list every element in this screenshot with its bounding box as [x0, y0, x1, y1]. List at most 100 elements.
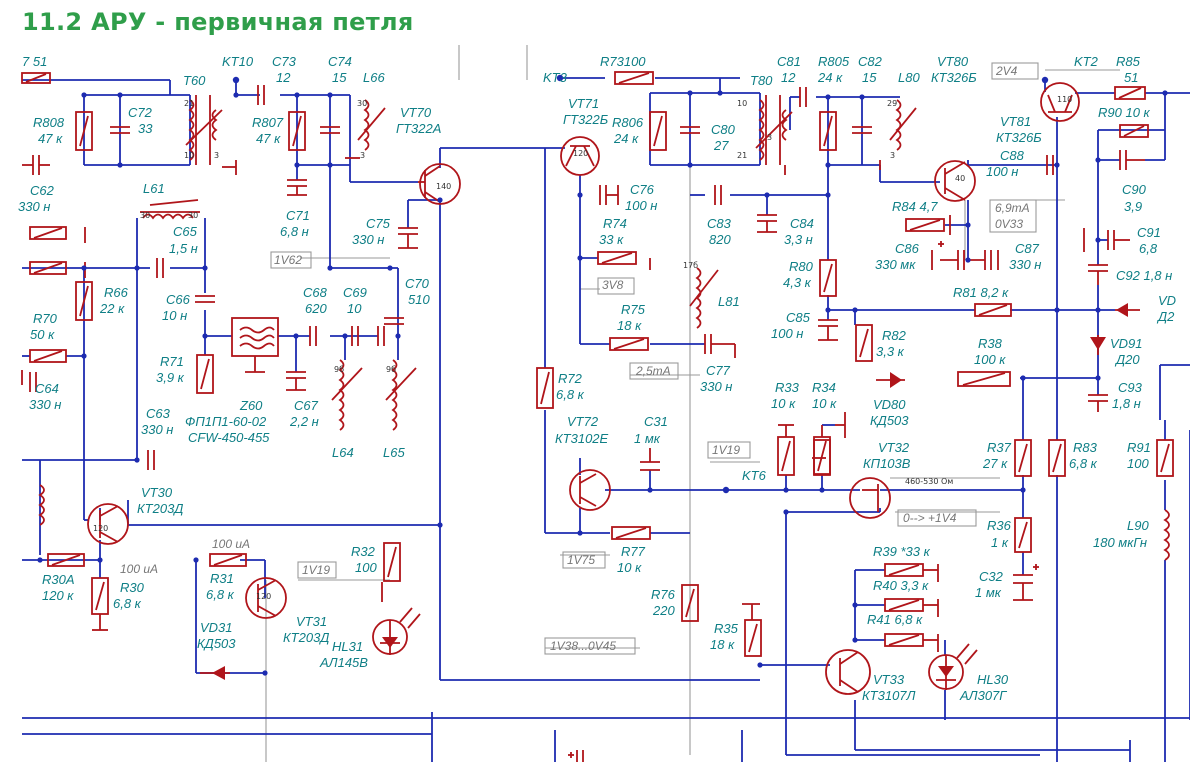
component-label: C81 — [777, 54, 801, 69]
diode-symbols — [212, 303, 1128, 680]
component-label: R85 — [1116, 54, 1141, 69]
component-label: R66 — [104, 285, 129, 300]
component-label: 330 н — [29, 397, 61, 412]
pin-number: 17б — [683, 261, 698, 270]
component-label: КД503 — [197, 636, 236, 651]
component-label: R32 — [351, 544, 376, 559]
component-label: 6,8 — [1139, 241, 1158, 256]
component-label: C67 — [294, 398, 319, 413]
component-label: 100 н — [625, 198, 657, 213]
component-label: 120 к — [42, 588, 74, 603]
component-label: VT70 — [400, 105, 432, 120]
component-label: L61 — [143, 181, 165, 196]
component-label: R33 — [775, 380, 800, 395]
component-label: 6,8 н — [280, 224, 309, 239]
component-label: 33 — [138, 121, 153, 136]
component-label: КТ203Д — [137, 501, 183, 516]
component-label: C68 — [303, 285, 328, 300]
component-label: C93 — [1118, 380, 1143, 395]
component-label: Д2 — [1156, 309, 1175, 324]
pin-number: 21 — [184, 99, 194, 108]
pin-number: 29 — [887, 99, 897, 108]
component-label: VD31 — [200, 620, 233, 635]
component-label: KT2 — [1074, 54, 1099, 69]
component-label: 10 н — [162, 308, 187, 323]
component-label: 220 — [652, 603, 675, 618]
component-label: L66 — [363, 70, 385, 85]
component-label: R808 — [33, 115, 65, 130]
component-label: R76 — [651, 587, 676, 602]
component-label: C88 — [1000, 148, 1025, 163]
component-label: C75 — [366, 216, 391, 231]
component-label: C62 — [30, 183, 55, 198]
component-label: 15 — [862, 70, 877, 85]
component-label: L81 — [718, 294, 740, 309]
component-label: 510 — [408, 292, 430, 307]
component-label: VT32 — [878, 440, 910, 455]
component-label: R80 — [789, 259, 814, 274]
component-label: 330 н — [1009, 257, 1041, 272]
component-label: C74 — [328, 54, 352, 69]
pin-number: 140 — [436, 182, 451, 191]
component-label: 47 к — [38, 131, 63, 146]
component-label: R71 — [160, 354, 184, 369]
component-label: R807 — [252, 115, 284, 130]
component-label: KT6 — [742, 468, 767, 483]
component-label: R37 — [987, 440, 1012, 455]
component-label: R34 — [812, 380, 836, 395]
component-label: VD91 — [1110, 336, 1143, 351]
component-label: KT3 — [543, 70, 568, 85]
pin-number: 21 — [737, 151, 747, 160]
measurement-note: 0--> +1V4 — [903, 511, 957, 525]
component-label: 1 мк — [975, 585, 1002, 600]
component-label: 330 н — [352, 232, 384, 247]
component-label: VT71 — [568, 96, 599, 111]
component-label: 100 — [355, 560, 377, 575]
component-label: 51 — [1124, 70, 1138, 85]
pin-number: 3 — [890, 151, 895, 160]
component-label: C80 — [711, 122, 736, 137]
component-label: R39 *33 к — [873, 544, 931, 559]
pin-number: 40 — [955, 174, 965, 183]
component-label: 10 — [347, 301, 362, 316]
measurement-note: 1V19 — [302, 563, 330, 577]
component-label: R84 4,7 — [892, 199, 938, 214]
pin-number: 120 — [573, 149, 588, 158]
component-label: Д20 — [1114, 352, 1140, 367]
component-label: KT10 — [222, 54, 254, 69]
component-label: R35 — [714, 621, 739, 636]
measurement-note: 3V8 — [602, 278, 624, 292]
component-label: C66 — [166, 292, 191, 307]
component-label: 10 к — [812, 396, 837, 411]
component-label: R81 8,2 к — [953, 285, 1009, 300]
component-label: КП103В — [863, 456, 911, 471]
measurement-note: 1V38...0V45 — [550, 639, 616, 653]
component-label: CFW-450-455 — [188, 430, 270, 445]
component-label: C83 — [707, 216, 732, 231]
component-label: 10 к — [771, 396, 796, 411]
component-label: R30 — [120, 580, 145, 595]
component-label: 180 мкГн — [1093, 535, 1147, 550]
component-label: VD — [1158, 293, 1176, 308]
component-label: R74 — [603, 216, 627, 231]
pin-number: 30 — [140, 211, 150, 220]
component-label: VT81 — [1000, 114, 1031, 129]
component-label: 1,8 н — [1112, 396, 1141, 411]
pin-number: 110 — [1057, 95, 1072, 104]
component-label: 100 — [1127, 456, 1149, 471]
component-label: 1 мк — [634, 431, 661, 446]
page-title: 11.2 АРУ - первичная петля — [22, 8, 414, 36]
component-label: C31 — [644, 414, 668, 429]
component-label: 18 к — [710, 637, 735, 652]
component-label: R806 — [612, 115, 644, 130]
pin-number: 120 — [256, 592, 271, 601]
component-label: VT33 — [873, 672, 905, 687]
component-label: АЛ307Г — [959, 688, 1007, 703]
component-label: R77 — [621, 544, 646, 559]
component-label: VT31 — [296, 614, 327, 629]
component-label: C92 1,8 н — [1116, 268, 1172, 283]
component-label: HL31 — [332, 639, 363, 654]
measurement-note: 100 uA — [212, 537, 250, 551]
component-label: R38 — [978, 336, 1003, 351]
